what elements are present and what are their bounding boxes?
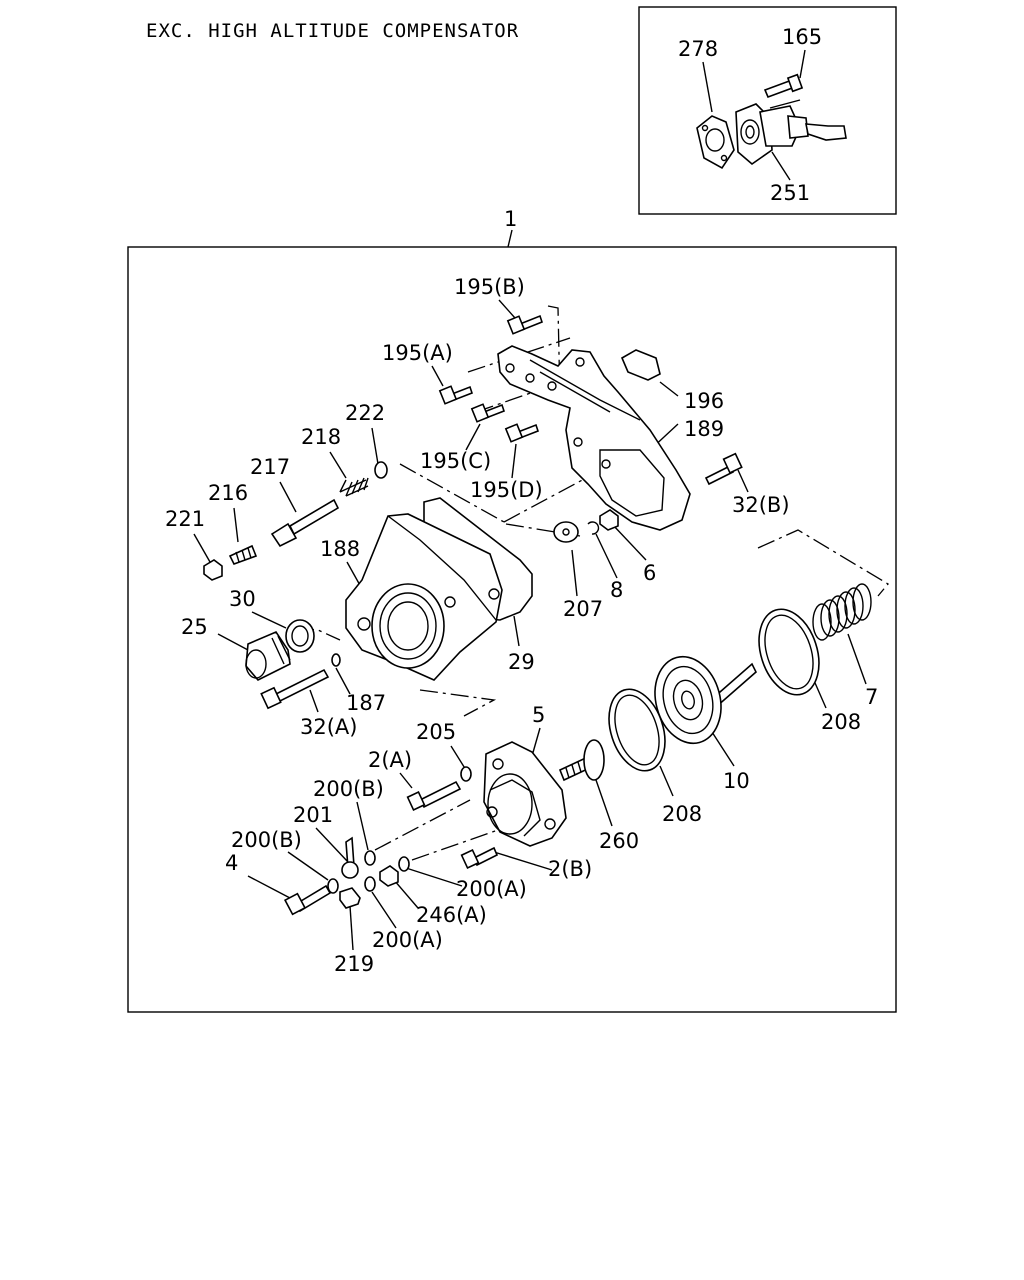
- label-195d: 195(D): [470, 478, 543, 502]
- assembly-label-1: 1: [504, 207, 517, 231]
- gasket-278-icon: [696, 115, 735, 170]
- label-195a: 195(A): [382, 341, 453, 365]
- label-32b: 32(B): [732, 493, 790, 517]
- oring-208-upper-icon: [758, 608, 820, 696]
- label-5: 5: [532, 703, 545, 727]
- pin-217-icon: [270, 498, 340, 548]
- bolt-32a-icon: [260, 668, 330, 710]
- label-2a: 2(A): [368, 748, 412, 772]
- spring-7-icon: [812, 583, 872, 641]
- part-labels: 195(B) 195(A) 196 189 195(C) 195(D) 32(B…: [165, 275, 878, 976]
- spring-218-icon: [339, 477, 369, 497]
- clip-8-icon: [587, 521, 600, 535]
- washer-222-icon: [374, 461, 388, 479]
- diaphragm-10-icon: [654, 655, 757, 745]
- screw-216-icon: [228, 544, 258, 565]
- label-208-b: 208: [662, 802, 702, 826]
- compensator-251-icon: [735, 99, 847, 166]
- bracket-189-icon: [497, 345, 691, 531]
- inset-label-251: 251: [770, 181, 810, 205]
- label-25: 25: [181, 615, 208, 639]
- label-10: 10: [723, 769, 750, 793]
- bolt-195a-icon: [438, 385, 473, 405]
- oring-196-icon: [620, 349, 661, 381]
- label-221: 221: [165, 507, 205, 531]
- label-6: 6: [643, 561, 656, 585]
- label-187: 187: [346, 691, 386, 715]
- inset-box: 278 165 251: [638, 6, 897, 215]
- washer-200b-lower-icon: [327, 878, 339, 894]
- bolt-195b-icon: [506, 314, 543, 335]
- label-8: 8: [610, 578, 623, 602]
- oring-208-lower-icon: [608, 688, 666, 772]
- label-222: 222: [345, 401, 385, 425]
- fitting-201-icon: [341, 836, 359, 879]
- label-216: 216: [208, 481, 248, 505]
- nut-246a-icon: [379, 865, 399, 887]
- label-260: 260: [599, 829, 639, 853]
- diagram-title: EXC. HIGH ALTITUDE COMPENSATOR: [146, 20, 520, 42]
- bolt-195c-icon: [470, 403, 505, 423]
- label-188: 188: [320, 537, 360, 561]
- nut-221-icon: [203, 559, 223, 581]
- label-32a: 32(A): [300, 715, 357, 739]
- leader-lines: [193, 299, 867, 951]
- label-219: 219: [334, 952, 374, 976]
- washer-205-icon: [460, 766, 472, 782]
- label-195b: 195(B): [454, 275, 525, 299]
- label-4: 4: [225, 851, 238, 875]
- label-196: 196: [684, 389, 724, 413]
- label-200b-2: 200(B): [231, 828, 302, 852]
- label-2b: 2(B): [548, 857, 592, 881]
- label-189: 189: [684, 417, 724, 441]
- label-200b-1: 200(B): [313, 777, 384, 801]
- label-246a: 246(A): [416, 903, 487, 927]
- assembly-frame: [127, 246, 897, 1013]
- washer-207-icon: [553, 521, 579, 543]
- cap-219-icon: [339, 887, 361, 909]
- washer-200a-lower-icon: [364, 876, 376, 892]
- label-200a-2: 200(A): [372, 928, 443, 952]
- label-7: 7: [865, 685, 878, 709]
- washer-200b-upper-icon: [364, 850, 376, 866]
- label-207: 207: [563, 597, 603, 621]
- label-200a-1: 200(A): [456, 877, 527, 901]
- plug-25-icon: [245, 631, 291, 681]
- bolt-4-icon: [283, 884, 332, 916]
- bolt-2a-icon: [406, 780, 462, 811]
- housing-188-icon: [345, 497, 533, 681]
- label-195c: 195(C): [420, 449, 491, 473]
- washer-187-icon: [331, 653, 341, 667]
- label-208-a: 208: [821, 710, 861, 734]
- bolt-32b-icon: [704, 452, 743, 486]
- stud-260-icon: [558, 739, 605, 782]
- bolt-195d-icon: [504, 423, 539, 443]
- washer-200a-upper-icon: [398, 856, 410, 872]
- label-201: 201: [293, 803, 333, 827]
- label-29: 29: [508, 650, 535, 674]
- label-218: 218: [301, 425, 341, 449]
- bolt-2b-icon: [460, 846, 499, 869]
- cover-5-icon: [483, 741, 567, 847]
- label-30: 30: [229, 587, 256, 611]
- bolt-165-icon: [763, 73, 804, 99]
- inset-label-165: 165: [782, 25, 822, 49]
- label-217: 217: [250, 455, 290, 479]
- gasket-30-icon: [285, 619, 315, 653]
- inset-label-278: 278: [678, 37, 718, 61]
- nut-6-icon: [599, 509, 619, 531]
- label-205: 205: [416, 720, 456, 744]
